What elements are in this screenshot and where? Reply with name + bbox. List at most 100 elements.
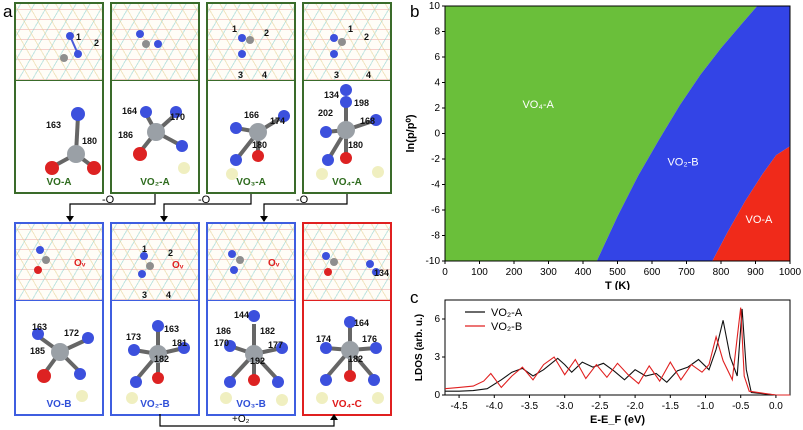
x-tick-label: 400 [575,267,592,278]
angle-label: 166 [244,110,260,120]
y-tick-label: -4 [431,180,440,191]
x-tick-label: 200 [506,267,523,278]
molecule-drawing [133,30,190,174]
y-tick-label: 3 [434,352,440,363]
structure-card-vo-b: Oᵥ 163 172 185 VO-B [14,222,104,416]
structure-card-vo2-a: 164 170 186 VO₂-A [110,2,200,194]
angle-label: 170 [170,112,186,122]
structure-card-vo-a: 1 2 163 180 VO-A [14,2,104,194]
legend-label: VO₂-B [491,321,522,333]
surface-top-view [112,224,198,301]
structure-label: VO₂-B [140,399,170,410]
angle-label: 174 [316,334,332,344]
marker-label: 2 [364,32,370,42]
marker-label: 4 [166,290,172,300]
marker-label: 1 [348,24,354,34]
surface-top-view [16,4,102,81]
molecule-drawing [226,34,290,180]
angle-label: 163 [46,120,62,130]
structure-card-vo3-a: 1 2 3 4 166 174 180 VO₃-A [206,2,296,194]
marker-label: 1 [76,32,82,42]
step-label: -O [296,194,309,206]
x-tick-label: 700 [678,267,695,278]
y-tick-label: -8 [431,231,440,242]
oxygen-vacancy-label: Oᵥ [268,258,280,269]
structure-card-vo2-b: 1 2 3 4 Oᵥ 173 163 181 182 VO₂-B [110,222,200,416]
y-tick-label: 8 [434,27,440,38]
marker-label: 3 [238,70,244,80]
y-tick-label: 6 [434,52,440,63]
reaction-connectors [66,194,348,222]
region-vo2-b [596,6,790,261]
region-label: VO₄-A [522,99,554,111]
angle-label: 163 [32,322,48,332]
marker-label: 4 [262,70,268,80]
region-vo-a [712,146,790,261]
structure-label: VO₄-C [332,399,362,410]
angle-label: 177 [268,340,284,350]
region-vo4-a [445,6,758,261]
x-tick-label: 600 [644,267,661,278]
x-tick-label: -4.0 [486,401,504,412]
y-tick-label: 6 [434,314,440,325]
angle-label: 163 [164,324,180,334]
y-axis-label: ln(p/p⁰) [405,114,417,152]
surface-top-view [16,224,102,301]
molecule-drawing [32,246,94,402]
y-tick-label: -2 [431,154,440,165]
angle-label: 186 [216,326,232,336]
x-tick-label: -3.0 [556,401,574,412]
structure-label: VO₃-B [236,399,266,410]
x-tick-label: 1000 [779,267,802,278]
structure-label: VO₄-A [332,177,362,188]
angle-label: 173 [126,332,142,342]
angle-label: 172 [64,328,80,338]
angle-label: 170 [214,338,230,348]
angle-label: 181 [172,338,188,348]
step-label: -O [198,194,211,206]
angle-label: 180 [252,140,268,150]
angle-label: 182 [348,354,364,364]
angle-label: 192 [250,356,266,366]
x-axis-label: T (K) [605,280,630,290]
oxygen-vacancy-label: Oᵥ [74,258,86,269]
angle-label: 164 [354,318,370,328]
x-tick-label: -2.0 [626,401,644,412]
step-label: -O [102,194,115,206]
angle-label: 182 [260,326,276,336]
molecule-drawing [220,250,288,406]
x-tick-label: -1.5 [662,401,680,412]
molecule-drawing [316,34,384,180]
marker-label: 4 [366,70,372,80]
marker-label: 2 [94,38,100,48]
angle-label: 174 [270,116,286,126]
surface-top-view [208,224,294,301]
y-tick-label: 4 [434,78,440,89]
angle-label: 164 [122,106,138,116]
y-tick-label: 2 [434,103,440,114]
molecule-drawing [45,32,101,175]
x-tick-label: -2.5 [591,401,609,412]
panel-label-a: a [3,2,13,21]
x-tick-label: 300 [540,267,557,278]
structure-card-vo4-a: 1 2 3 4 134 198 202 168 180 VO₄-A [302,2,392,194]
y-tick-label: -10 [426,256,441,267]
x-tick-label: -1.0 [697,401,715,412]
angle-label: 185 [30,346,46,356]
x-tick-label: 100 [471,267,488,278]
x-tick-label: -3.5 [521,401,539,412]
marker-label: 1 [232,24,238,34]
ldos-chart: VO₂-AVO₂-B-4.5-4.0-3.5-3.0-2.5-2.0-1.5-1… [414,299,791,426]
angle-label: 134 [324,90,340,100]
surface-top-view [304,224,390,301]
angle-label: 202 [318,108,334,118]
structure-label: VO-B [46,399,72,410]
molecule-drawing [126,252,190,404]
panel-label-c: c [410,288,419,307]
legend-label: VO₂-A [491,307,523,319]
angle-label: 186 [118,130,134,140]
y-tick-label: 0 [434,129,440,140]
structure-label: VO₃-A [236,177,266,188]
surface-top-view [304,4,390,81]
